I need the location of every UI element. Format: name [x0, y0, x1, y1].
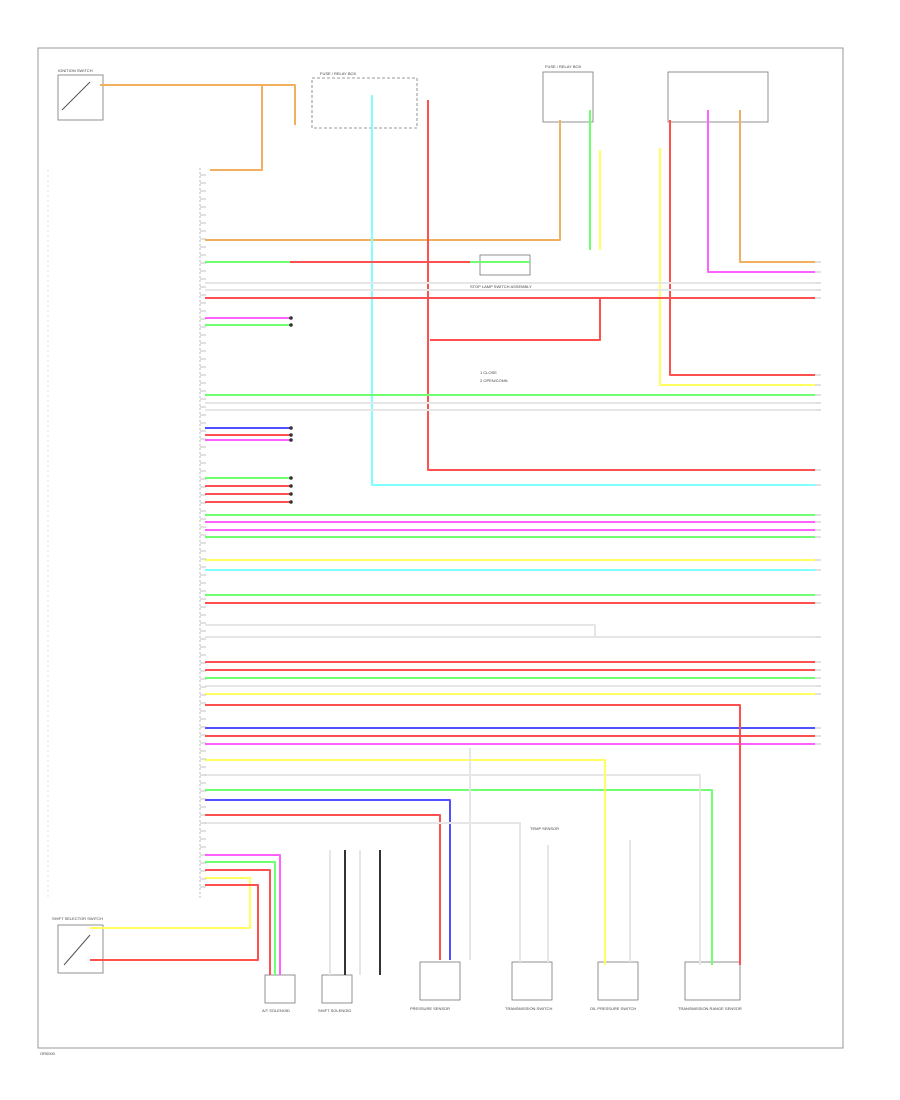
at-solenoid-box: [264, 974, 296, 1004]
ignition-switch-blade: [61, 81, 91, 111]
connector-dot-7: [289, 492, 293, 496]
legend-line-1: 1 CLOSE: [480, 370, 497, 375]
connector-dot-4: [289, 438, 293, 442]
wire-ign-feed: [100, 84, 263, 171]
wire-red-range: [205, 704, 741, 965]
legend-line-2: 2 OPEN/CONN: [480, 378, 508, 383]
wire-red-pressure: [205, 814, 441, 960]
fuse-box-mid: [311, 77, 418, 129]
wire-white-range: [205, 774, 701, 965]
range-sensor-label: TRANSMISSION RANGE SENSOR: [678, 1006, 742, 1011]
transmission-switch-box: [511, 961, 553, 1001]
wire-yellow-right-fuse: [659, 148, 815, 386]
stop-lamp-switch-box: [479, 254, 531, 276]
fuse-box-mid-label: FUSE / RELAY BOX: [320, 71, 357, 76]
wire-red-right-fuse: [669, 120, 815, 376]
wire-white-step: [205, 624, 596, 637]
wire-red-jog: [205, 297, 601, 341]
oil-pressure-switch-box: [597, 961, 639, 1001]
shift-selector-switch-box: [57, 924, 104, 974]
connector-dot-2: [289, 426, 293, 430]
ignition-switch-label: IGNITION SWITCH: [58, 68, 93, 73]
diagram-frame: [37, 47, 844, 1049]
connector-dot-1: [289, 323, 293, 327]
shift-solenoid-box: [321, 974, 353, 1004]
fuse-box-right-b: [667, 71, 769, 123]
connector-dot-6: [289, 484, 293, 488]
connector-dot-5: [289, 476, 293, 480]
footer-code: OR0000: [40, 1051, 56, 1056]
transmission-switch-label: TRANSMISSION SWITCH: [505, 1006, 552, 1011]
pressure-sensor-label: PRESSURE SENSOR: [410, 1006, 450, 1011]
fuse-box-right-a: [542, 71, 594, 123]
wire-red-long: [427, 100, 815, 471]
wire-green-at: [205, 861, 276, 975]
fuse-box-right-label: FUSE / RELAY BOX: [545, 64, 582, 69]
wire-green-range: [205, 789, 713, 965]
wire-red-shift: [90, 884, 259, 961]
oil-switch-label: OIL PRESSURE SWITCH: [590, 1006, 636, 1011]
shift-selector-blade: [63, 934, 91, 966]
wire-orange-top: [739, 110, 815, 263]
wire-cyan-long: [371, 95, 815, 486]
shift-switch-label: SHIFT SELECTOR SWITCH: [52, 916, 103, 921]
wire-acc-feed: [205, 120, 561, 241]
range-sensor-box: [684, 961, 741, 1001]
connector-dot-0: [289, 316, 293, 320]
wire-white-trans: [205, 822, 521, 962]
wire-yellow-shift: [90, 877, 251, 929]
connector-dot-3: [289, 433, 293, 437]
wire-red-at: [205, 869, 271, 975]
wire-magenta-at: [205, 854, 281, 975]
at-solenoid-label: A/T SOLENOID: [262, 1008, 290, 1013]
pressure-sensor-box: [419, 961, 461, 1001]
shift-solenoid-label: SHIFT SOLENOID: [318, 1008, 351, 1013]
wire-ign-branch: [262, 84, 296, 125]
ignition-switch-box: [57, 74, 104, 121]
connector-dot-8: [289, 500, 293, 504]
wire-magenta-top: [707, 110, 815, 273]
wire-blue-pressure: [205, 799, 451, 960]
stop-lamp-label: STOP LAMP SWITCH ASSEMBLY: [470, 284, 532, 289]
temp-sensor-label: TEMP SENSOR: [530, 826, 559, 831]
wire-yellow-oil: [205, 759, 606, 965]
